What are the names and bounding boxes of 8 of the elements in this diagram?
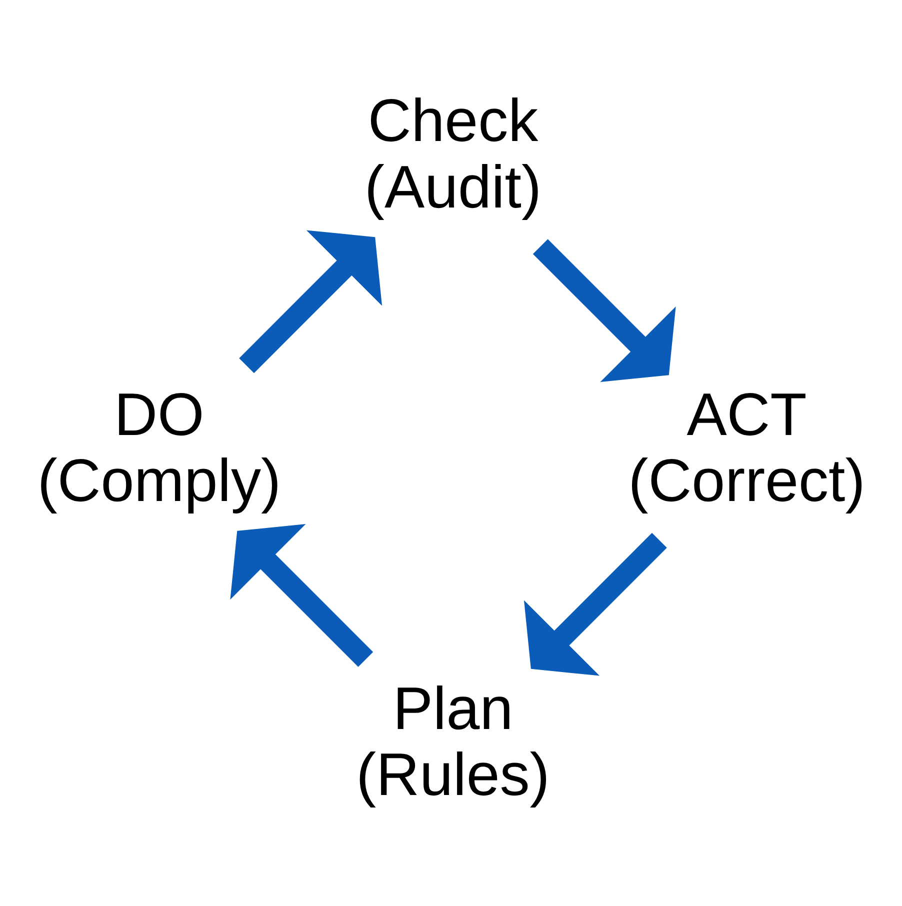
arrow <box>532 239 676 382</box>
arrow <box>523 532 666 676</box>
node-text: Check (Audit) <box>364 87 541 220</box>
arrow <box>230 524 373 667</box>
node-text: Plan (Rules) <box>356 674 550 808</box>
arrow <box>238 230 382 374</box>
node-text: ACT (Correct) <box>628 380 865 514</box>
node-text: DO (Comply) <box>36 380 281 514</box>
